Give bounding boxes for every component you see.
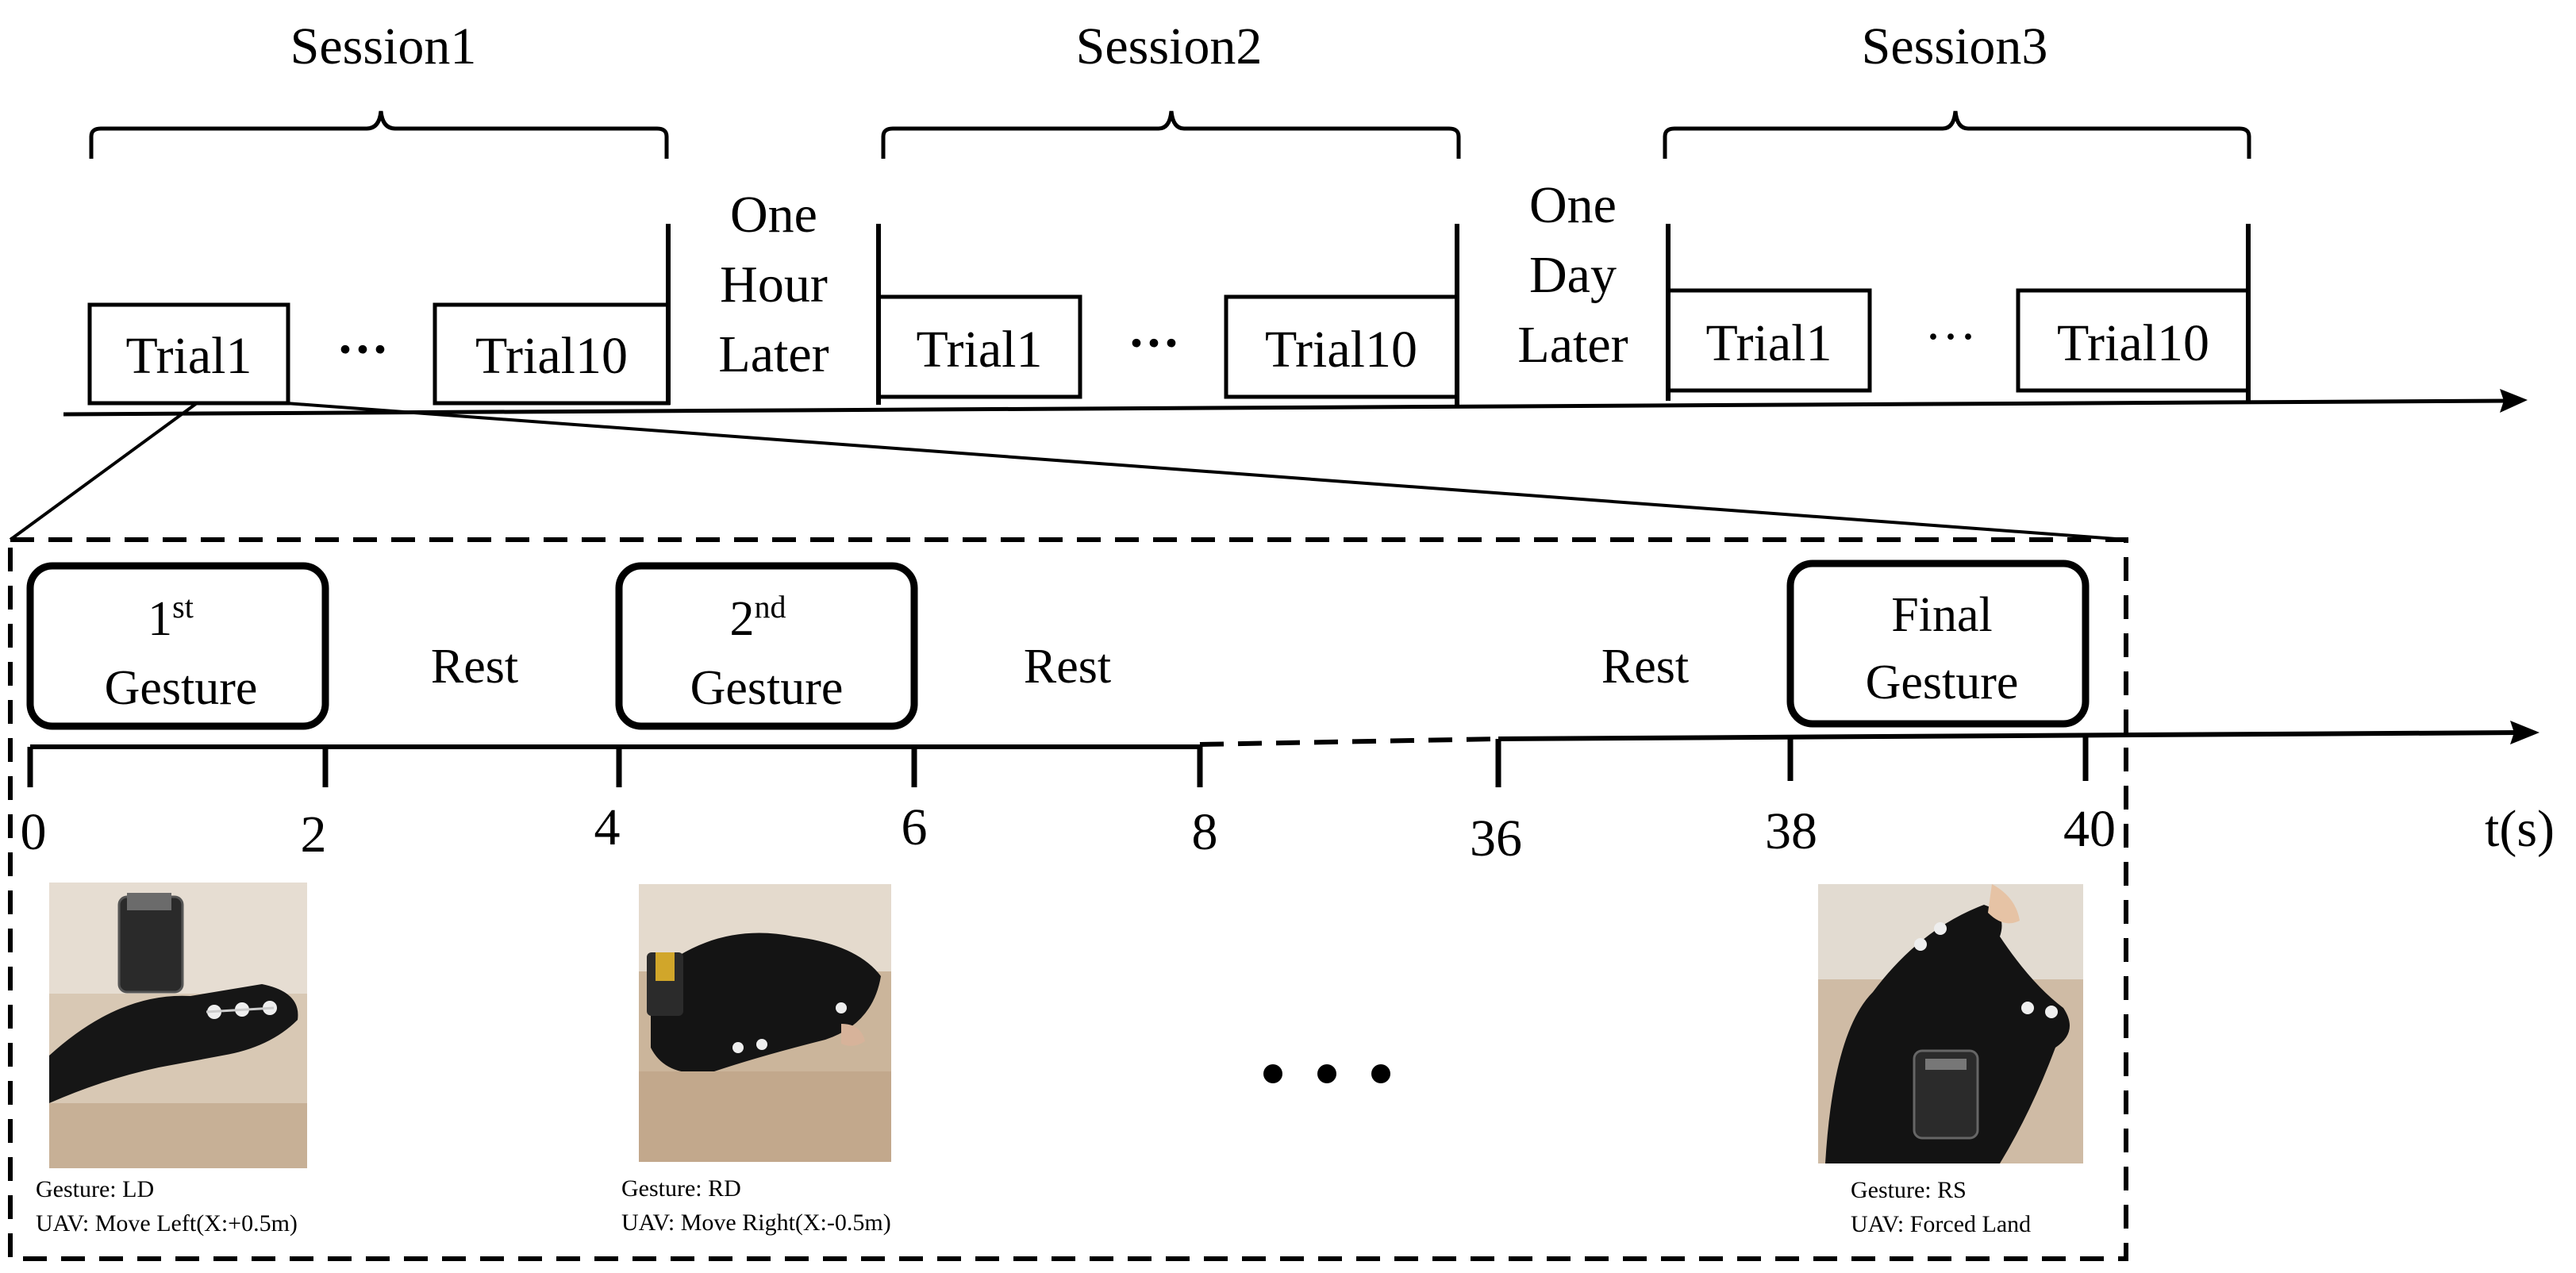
rest-label-3: Rest (1601, 640, 1689, 694)
s1-trial-1-box (87, 302, 290, 406)
gap-2-line-1: One (1529, 176, 1617, 234)
gesture-1-number: 1st (148, 589, 194, 646)
gesture-photo-rs (1818, 884, 2083, 1163)
zoom-line-right (285, 402, 2128, 541)
session-3-label: Session3 (1862, 17, 2048, 75)
ellipsis-dot-1 (1263, 1064, 1282, 1083)
tick-label-4: 4 (594, 798, 621, 856)
gesture-2-label: Gesture (690, 661, 844, 715)
tick-label-6: 6 (902, 798, 928, 856)
ellipsis-dot-3 (1371, 1064, 1390, 1083)
gesture-final-line-2: Gesture (1866, 656, 2019, 710)
gesture-final-box (1786, 560, 2090, 728)
tick-label-36: 36 (1470, 810, 1522, 867)
gap-1-line-3: Later (718, 325, 829, 383)
gesture-2-box (615, 562, 918, 730)
s3-trial-1-box (1666, 288, 1872, 393)
s1-trial-1-label: Trial1 (126, 327, 252, 385)
time-axis-solid-right (1498, 730, 2524, 741)
tick-label-40: 40 (2063, 800, 2116, 858)
s3-ellipsis: ··· (1924, 308, 1977, 366)
photo-3-gesture-caption: Gesture: RS (1851, 1177, 1967, 1203)
top-axis-line (63, 398, 2513, 417)
gesture-photo-ld (49, 883, 307, 1168)
ellipsis-dot-2 (1317, 1064, 1336, 1083)
time-axis-dashed-gap (1199, 736, 1499, 747)
zoom-line-left (9, 402, 198, 541)
tick-label-38: 38 (1765, 802, 1817, 860)
axis-unit-label: t(s) (2485, 800, 2555, 858)
s2-trial-10-label: Trial10 (1265, 321, 1417, 379)
top-timeline: Session1 Session2 Session3 Trial1 ··· Tr… (63, 17, 2528, 417)
detail-dashed-frame (8, 537, 2128, 1261)
s1-trial-10-label: Trial10 (475, 327, 628, 385)
session-1-brace (89, 110, 669, 159)
photo-2-uav-caption: UAV: Move Right(X:-0.5m) (621, 1210, 891, 1236)
gesture-1-label: Gesture (105, 661, 258, 715)
gap-2-line-3: Later (1517, 316, 1628, 374)
trial-detail-panel: 1st Gesture Rest 2nd Gesture Rest Rest F… (8, 537, 2555, 1261)
gesture-1-box (26, 562, 329, 730)
s3-trial-1-label: Trial1 (1706, 314, 1832, 372)
time-axis-arrow (2510, 721, 2539, 744)
s3-trial-10-label: Trial10 (2057, 314, 2209, 372)
rest-label-1: Rest (431, 640, 518, 694)
gap-1-line-1: One (730, 186, 817, 244)
session-1-label: Session1 (290, 17, 477, 75)
s2-ellipsis: ··· (1128, 314, 1180, 372)
session-2-brace (881, 110, 1461, 159)
photo-2-gesture-caption: Gesture: RD (621, 1175, 741, 1202)
photo-1-gesture-caption: Gesture: LD (36, 1176, 154, 1202)
tick-label-0: 0 (21, 803, 47, 861)
photo-3-uav-caption: UAV: Forced Land (1851, 1211, 2031, 1237)
gap-1-line-2: Hour (720, 256, 828, 313)
gesture-2-number: 2nd (730, 589, 786, 646)
s1-ellipsis: ··· (336, 321, 389, 379)
top-axis-arrow (2500, 389, 2528, 413)
rest-label-2: Rest (1024, 640, 1111, 694)
photo-1-uav-caption: UAV: Move Left(X:+0.5m) (36, 1210, 298, 1236)
s2-trial-1-box (876, 294, 1082, 399)
s2-trial-1-label: Trial1 (917, 321, 1043, 379)
gap-2-line-2: Day (1529, 246, 1617, 304)
gesture-final-line-1: Final (1891, 588, 1992, 642)
gesture-photo-rd (639, 884, 891, 1162)
session-2-label: Session2 (1076, 17, 1263, 75)
tick-label-2: 2 (301, 806, 327, 863)
session-3-brace (1663, 110, 2251, 159)
tick-label-8: 8 (1192, 803, 1218, 861)
